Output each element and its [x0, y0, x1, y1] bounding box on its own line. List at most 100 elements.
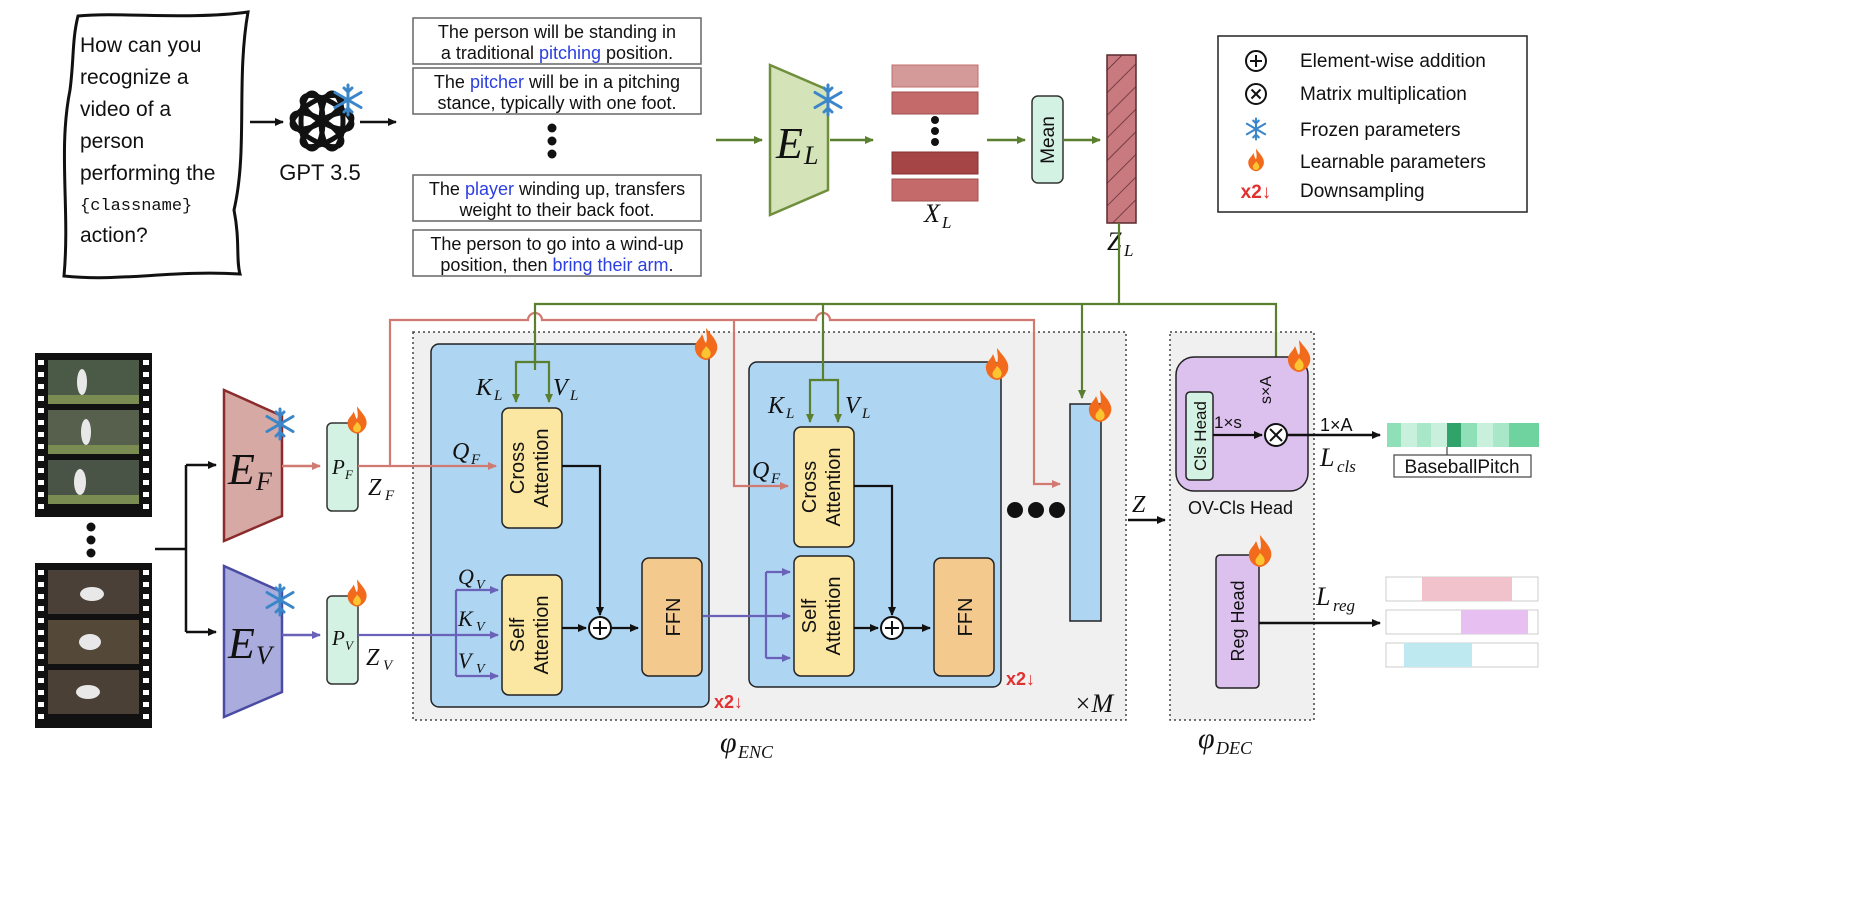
prompt-line-last: action?	[80, 224, 148, 247]
kl-subscript: L	[493, 388, 502, 404]
description-text: position, then	[440, 255, 552, 275]
legend: x2↓ Element-wise addition Matrix multipl…	[1217, 35, 1528, 213]
description-text: The person to go into a wind-up	[430, 234, 683, 254]
self-attention-label: Self	[799, 598, 821, 633]
qf-symbol: Q	[452, 439, 469, 465]
downsample-label: x2↓	[714, 692, 743, 712]
xl-symbol: X	[923, 199, 941, 228]
descriptions: The person will be standing in a traditi…	[412, 17, 702, 277]
cross-attention-label: Attention	[823, 448, 845, 527]
prompt-card: How can you recognize a video of a perso…	[62, 10, 250, 280]
l-cls-subscript: cls	[1337, 457, 1356, 476]
flow-encoder	[222, 388, 284, 543]
kv-symbol: K	[457, 606, 474, 631]
l-reg-subscript: reg	[1333, 596, 1355, 615]
ffn-box	[933, 557, 995, 677]
regression-segments	[1385, 576, 1539, 668]
zl-embedding	[1106, 54, 1137, 224]
description-line: The player winding up, transfers	[429, 179, 685, 199]
qv-subscript: V	[476, 578, 486, 593]
kv-subscript: V	[476, 620, 486, 635]
description-text: a traditional	[441, 43, 539, 63]
prompt-line-1: How can you	[80, 34, 201, 57]
class-label-box	[1393, 454, 1532, 478]
vv-subscript: V	[476, 662, 486, 677]
mean-label: Mean	[1038, 116, 1059, 164]
legend-label: Downsampling	[1300, 181, 1425, 202]
description-text: will be in a pitching	[524, 72, 680, 92]
xl-subscript: L	[941, 213, 951, 232]
times-circle-icon	[1245, 83, 1267, 105]
vl-symbol: V	[553, 375, 570, 401]
qf-subscript: F	[470, 452, 481, 468]
times-circle-icon	[1264, 423, 1288, 447]
phi-dec-subscript: DEC	[1215, 738, 1253, 758]
vl-subscript: L	[569, 388, 578, 404]
description-text: winding up, transfers	[514, 179, 685, 199]
description-line: a traditional pitching position.	[441, 43, 673, 63]
vv-symbol: V	[458, 648, 474, 673]
text-encoder-symbol: E	[775, 119, 803, 168]
plus-circle-icon	[588, 616, 612, 640]
vertical-ellipsis-icon	[547, 123, 557, 159]
description-text: .	[669, 255, 674, 275]
ffn-label: FFN	[663, 598, 685, 637]
text-encoder-subscript: L	[803, 141, 818, 170]
pf-symbol: P	[331, 455, 345, 479]
phi-dec-symbol: φ	[1198, 722, 1215, 755]
qf-subscript: F	[770, 471, 781, 487]
video-encoder-subscript: V	[256, 641, 275, 670]
self-attention-label: Attention	[823, 577, 845, 656]
downsample-label: x2↓	[1006, 669, 1035, 689]
video-frames-top	[35, 353, 152, 517]
prompt-line-5: performing the	[80, 162, 215, 185]
qf-symbol: Q	[752, 458, 769, 484]
flow-encoder-symbol: E	[227, 445, 255, 494]
legend-label: Learnable parameters	[1300, 152, 1486, 173]
description-text: position.	[601, 43, 673, 63]
video-frames-bottom	[35, 563, 152, 728]
qv-symbol: Q	[458, 564, 474, 589]
ov-cls-head-label: OV-Cls Head	[1188, 498, 1293, 518]
pv-symbol: P	[331, 626, 345, 650]
kl-symbol: K	[767, 393, 786, 419]
encoder-block-1	[430, 343, 710, 708]
zv-symbol: Z	[366, 645, 380, 671]
video-encoder	[222, 564, 284, 719]
legend-label: Frozen parameters	[1300, 120, 1461, 141]
cls-head-label: Cls Head	[1191, 401, 1210, 471]
gpt-label: GPT 3.5	[279, 160, 361, 185]
video-encoder-symbol: E	[227, 619, 255, 668]
phi-enc-subscript: ENC	[737, 742, 774, 762]
highlighted-term: pitching	[539, 43, 601, 63]
cross-attention-label: Cross	[799, 461, 821, 513]
class-score-bar	[1387, 423, 1539, 447]
description-text: The person will be standing in	[438, 22, 676, 42]
highlighted-term: player	[465, 179, 514, 199]
gpt-logo-icon	[289, 90, 355, 152]
encoder-block-stack	[1069, 403, 1102, 622]
prompt-line-2: recognize a	[80, 66, 189, 89]
plus-circle-icon	[1245, 50, 1267, 72]
flame-icon	[347, 406, 367, 434]
self-attention-label: Self	[507, 617, 529, 652]
description-text: weight to their back foot.	[458, 200, 654, 220]
prompt-line-3: video of a	[80, 98, 171, 121]
text-embedding-stack	[891, 64, 979, 202]
text-encoder	[768, 63, 830, 217]
kl-subscript: L	[785, 406, 794, 422]
l-cls-symbol: L	[1319, 443, 1334, 472]
vl-symbol: V	[845, 393, 862, 419]
one-by-a-label: 1×A	[1320, 415, 1353, 435]
highlighted-term: pitcher	[470, 72, 524, 92]
description-line: The pitcher will be in a pitching	[434, 72, 680, 92]
ffn-box	[641, 557, 703, 677]
ffn-label: FFN	[955, 598, 977, 637]
plus-circle-icon	[880, 616, 904, 640]
zf-symbol: Z	[368, 475, 382, 501]
description-text: stance, typically with one foot.	[437, 93, 676, 113]
s-by-a-label: s×A	[1258, 376, 1275, 404]
class-label: BaseballPitch	[1404, 457, 1519, 478]
reg-head-label: Reg Head	[1228, 580, 1248, 661]
